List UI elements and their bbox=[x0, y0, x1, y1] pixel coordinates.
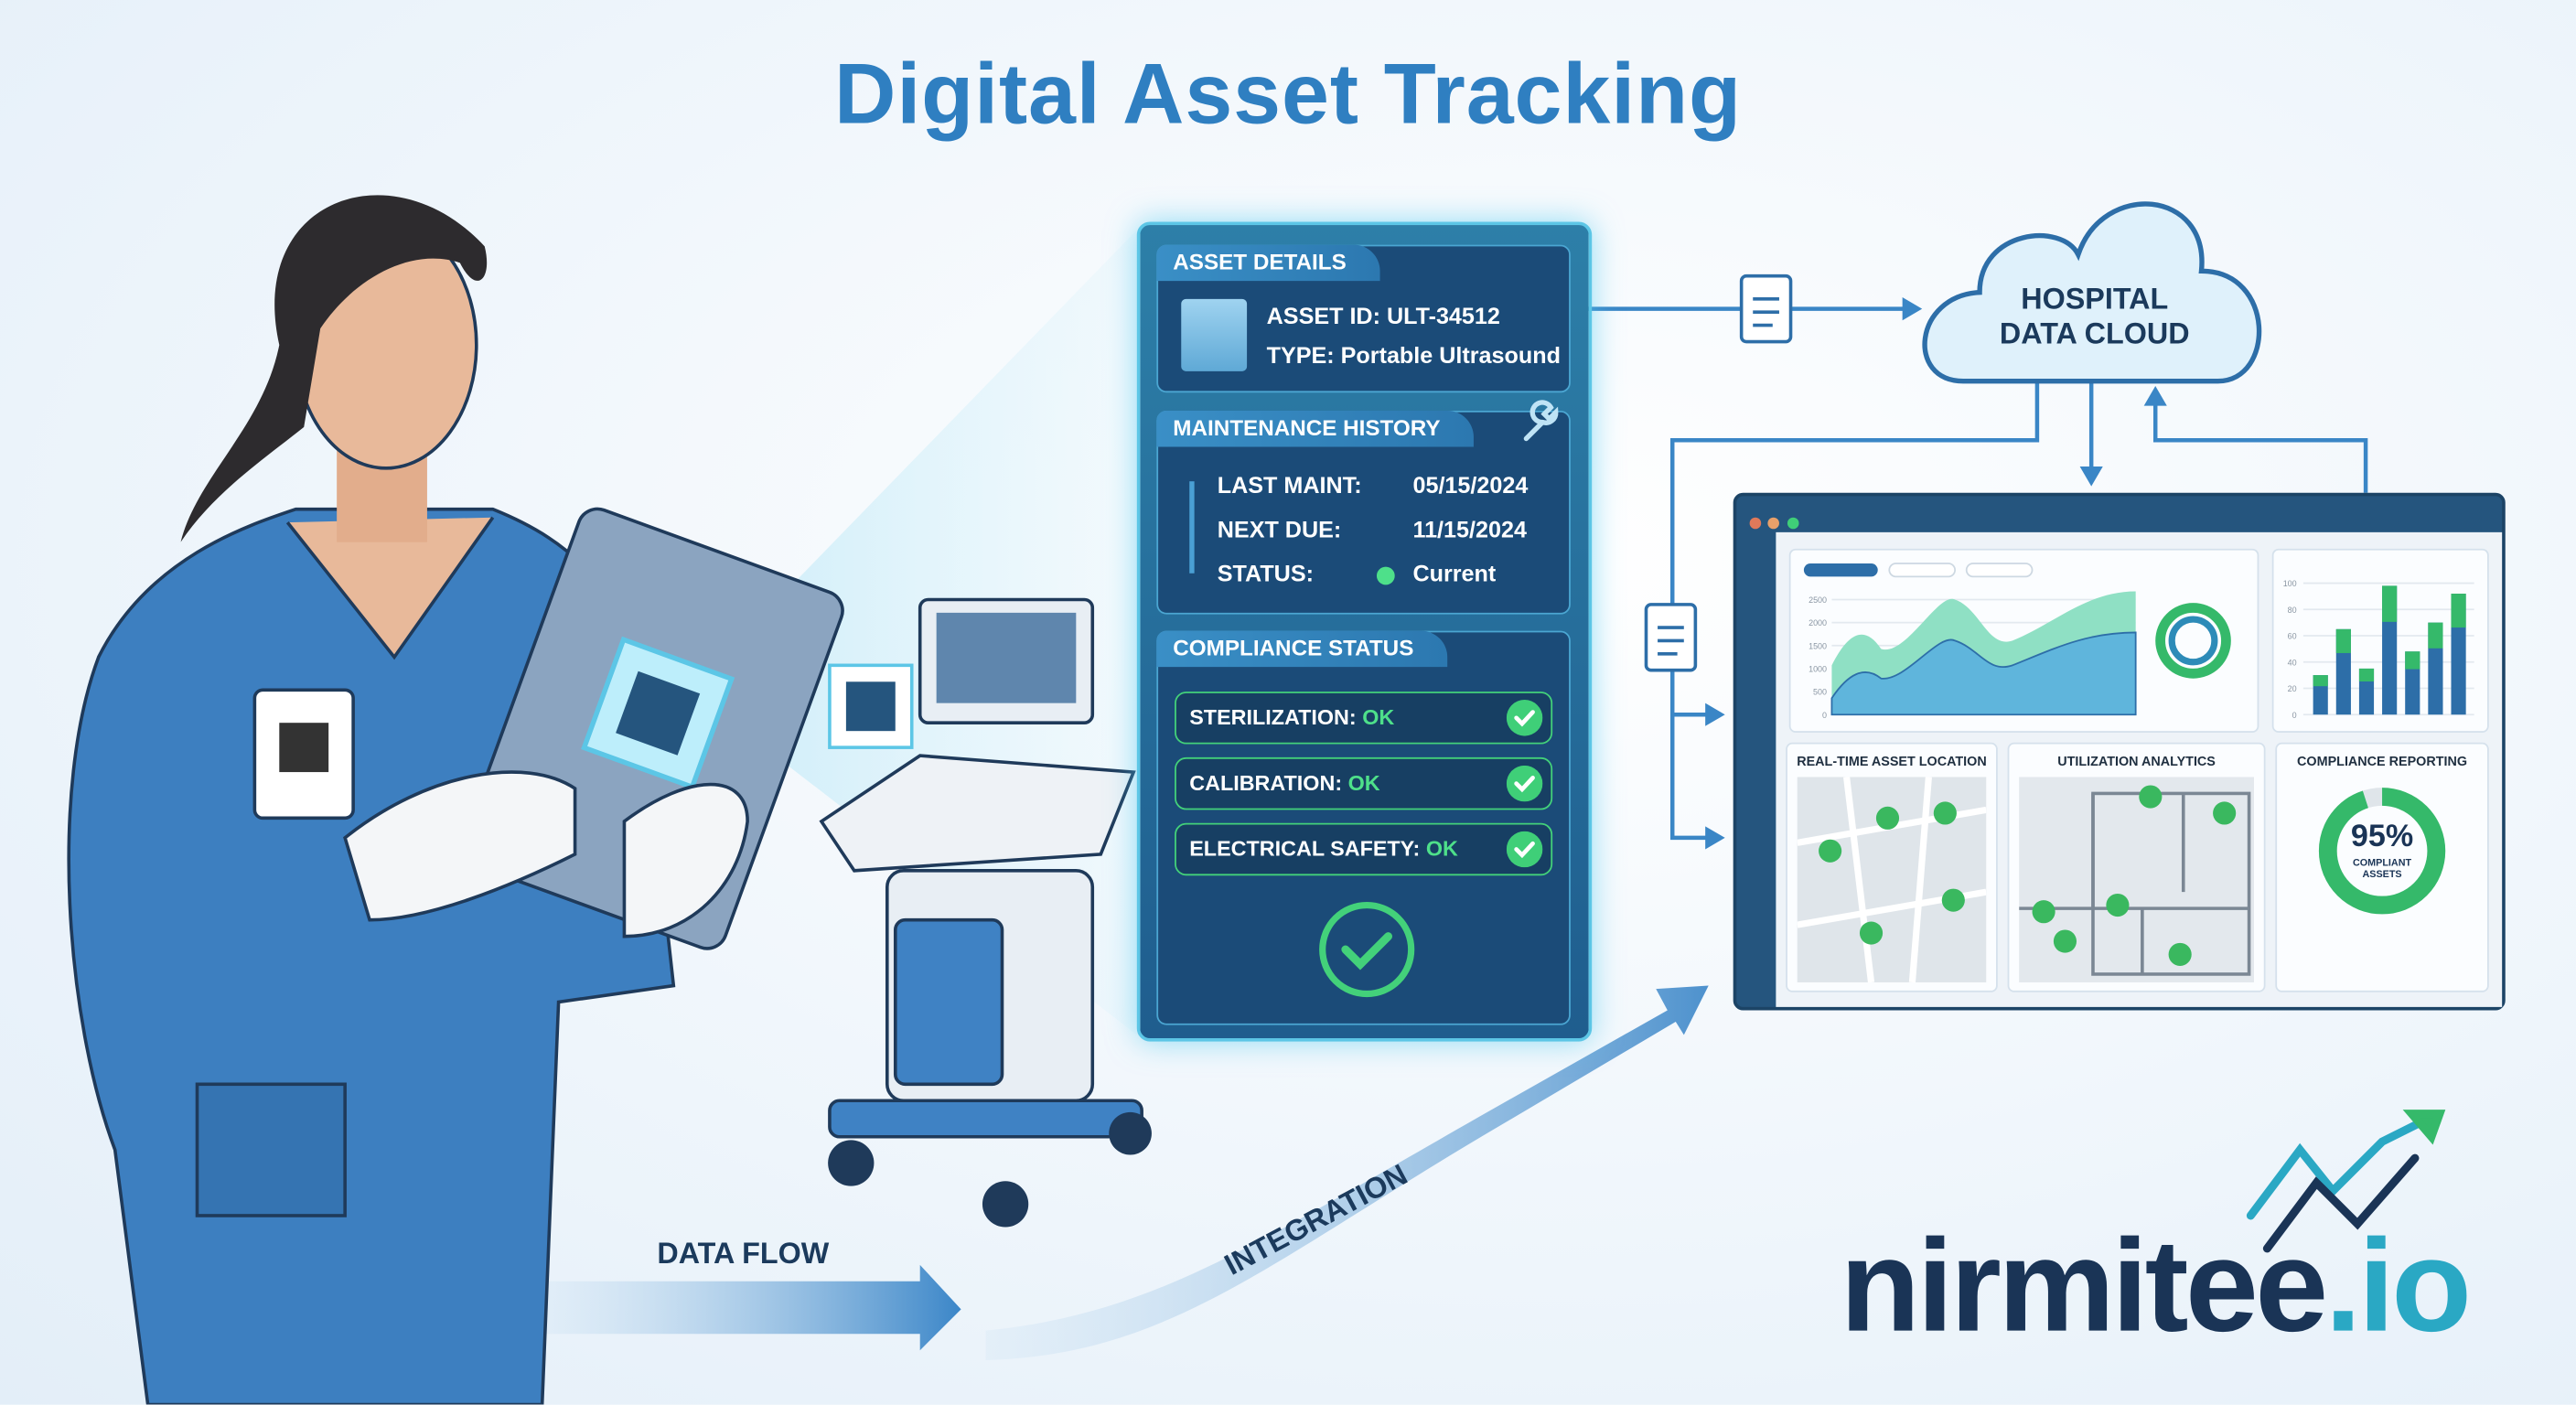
logo-text: nirmitee bbox=[1840, 1212, 2328, 1359]
compliance-label: STERILIZATION: bbox=[1189, 704, 1357, 730]
maint-status-value: Current bbox=[1412, 560, 1497, 587]
compliance-item: ELECTRICAL SAFETY: OK bbox=[1175, 822, 1553, 876]
document-icon bbox=[1739, 273, 1793, 344]
data-flow-arrow bbox=[542, 985, 1709, 1361]
tick-label: 1000 bbox=[1809, 665, 1827, 674]
compliance-text: CALIBRATION: OK bbox=[1189, 768, 1379, 797]
ultrasound-icon bbox=[1181, 298, 1248, 371]
tick-label: 20 bbox=[2288, 684, 2297, 693]
compliance-percent: 95% bbox=[2350, 820, 2414, 854]
check-icon bbox=[1506, 700, 1543, 736]
compliance-label: CALIBRATION: bbox=[1189, 770, 1343, 796]
card-title: REAL-TIME ASSET LOCATION bbox=[1797, 754, 1987, 769]
maint-value: 11/15/2024 bbox=[1412, 515, 1527, 542]
ultrasound-machine bbox=[819, 597, 1152, 1228]
location-map bbox=[1797, 777, 1987, 983]
tick-label: 2500 bbox=[1809, 595, 1827, 605]
card-title: UTILIZATION ANALYTICS bbox=[2057, 754, 2216, 769]
big-check-icon bbox=[1319, 901, 1415, 998]
bar-top bbox=[2451, 594, 2466, 628]
compliance-status-section: COMPLIANCE STATUS STERILIZATION: OK CALI… bbox=[1156, 630, 1571, 1025]
bar-top bbox=[2358, 668, 2375, 682]
logo-suffix: .io bbox=[2324, 1212, 2472, 1359]
utilization-analytics-card: UTILIZATION ANALYTICS bbox=[2007, 742, 2266, 992]
tick-label: 0 bbox=[1822, 711, 1827, 720]
bar-chart: 0 20 40 60 80 100 bbox=[2283, 579, 2474, 720]
donut-ring bbox=[2155, 603, 2231, 679]
section-header: COMPLIANCE STATUS bbox=[1156, 630, 1447, 668]
maint-value: 05/15/2024 bbox=[1412, 471, 1529, 499]
compliance-text: ELECTRICAL SAFETY: OK bbox=[1189, 834, 1458, 863]
nirmitee-logo: nirmitee.io bbox=[1840, 1212, 2472, 1360]
area-chart: 0 500 1000 1500 2000 2500 bbox=[1803, 563, 2231, 720]
bar-top bbox=[2382, 585, 2398, 622]
area-series-bottom bbox=[1830, 631, 2137, 716]
filter-pill bbox=[1888, 563, 1957, 578]
status-dot bbox=[1376, 566, 1395, 585]
timeline bbox=[1189, 481, 1195, 574]
document-icon bbox=[1644, 603, 1698, 672]
bar-top bbox=[2405, 651, 2420, 670]
tick-label: 100 bbox=[2283, 579, 2297, 588]
nurse-illustration bbox=[67, 195, 844, 1405]
donut-ring bbox=[2168, 616, 2218, 666]
asset-location-card: REAL-TIME ASSET LOCATION bbox=[1786, 742, 1998, 992]
data-flow-label: DATA FLOW bbox=[657, 1237, 830, 1271]
logo-graph-icon bbox=[2246, 1110, 2446, 1253]
hospital-data-cloud: HOSPITAL DATA CLOUD bbox=[1930, 283, 2259, 351]
maint-label: STATUS: bbox=[1217, 560, 1314, 587]
maintenance-history-section: MAINTENANCE HISTORY LAST MAINT: 05/15/20… bbox=[1156, 400, 1571, 615]
compliance-item: CALIBRATION: OK bbox=[1175, 756, 1553, 810]
filter-pill bbox=[1803, 563, 1878, 577]
asset-id: ASSET ID: ULT-34512 bbox=[1266, 302, 1500, 329]
window-controls[interactable] bbox=[1749, 508, 1799, 537]
dashboard-window: 0 500 1000 1500 2000 2500 0 20 40 60 80 100 REAL-T… bbox=[1733, 492, 2506, 1011]
floor-plan bbox=[2019, 777, 2254, 982]
asset-details-section: ASSET DETAILS ASSET ID: ULT-34512 TYPE: … bbox=[1156, 244, 1571, 393]
filter-pill bbox=[1965, 563, 2034, 578]
cloud-label: DATA CLOUD bbox=[1999, 316, 2190, 350]
check-icon bbox=[1506, 765, 1543, 802]
wrench-icon bbox=[1523, 400, 1559, 442]
maint-label: LAST MAINT: bbox=[1217, 471, 1362, 499]
cloud-label: HOSPITAL bbox=[2021, 282, 2169, 316]
check-icon bbox=[1506, 831, 1543, 868]
tick-label: 1500 bbox=[1809, 641, 1827, 650]
section-header: ASSET DETAILS bbox=[1156, 244, 1379, 282]
page-title: Digital Asset Tracking bbox=[833, 48, 1742, 144]
card-title: COMPLIANCE REPORTING bbox=[2297, 754, 2468, 769]
asset-panel: ASSET DETAILS ASSET ID: ULT-34512 TYPE: … bbox=[1136, 221, 1593, 1042]
bar-top bbox=[2313, 675, 2328, 687]
tick-label: 500 bbox=[1813, 688, 1827, 697]
caption-line: COMPLIANT bbox=[2353, 859, 2412, 870]
compliance-text: STERILIZATION: OK bbox=[1189, 703, 1394, 732]
asset-type: TYPE: Portable Ultrasound bbox=[1266, 341, 1561, 369]
caption-line: ASSETS bbox=[2362, 870, 2402, 881]
compliance-ok: OK bbox=[1362, 704, 1395, 730]
tick-label: 0 bbox=[2292, 711, 2297, 720]
compliance-donut bbox=[2318, 788, 2446, 915]
bar-chart-card: 0 20 40 60 80 100 bbox=[2271, 548, 2489, 733]
bar-top bbox=[2428, 622, 2443, 649]
compliance-ok: OK bbox=[1425, 836, 1458, 862]
compliance-item: STERILIZATION: OK bbox=[1175, 692, 1553, 745]
compliance-ok: OK bbox=[1347, 770, 1380, 796]
dashboard-content: 0 500 1000 1500 2000 2500 0 20 40 60 80 100 REAL-T… bbox=[1776, 531, 2503, 1007]
cloud-shape bbox=[1922, 201, 2262, 384]
tick-label: 60 bbox=[2288, 632, 2297, 641]
tick-label: 40 bbox=[2288, 658, 2297, 667]
bar-top bbox=[2335, 628, 2351, 653]
section-header: MAINTENANCE HISTORY bbox=[1156, 410, 1474, 447]
compliance-label: ELECTRICAL SAFETY: bbox=[1189, 836, 1421, 862]
maint-label: NEXT DUE: bbox=[1217, 515, 1342, 542]
area-chart-card: 0 500 1000 1500 2000 2500 bbox=[1788, 548, 2259, 733]
tick-label: 80 bbox=[2288, 606, 2297, 615]
arrowheads bbox=[1705, 297, 2167, 850]
tick-label: 2000 bbox=[1809, 618, 1827, 627]
